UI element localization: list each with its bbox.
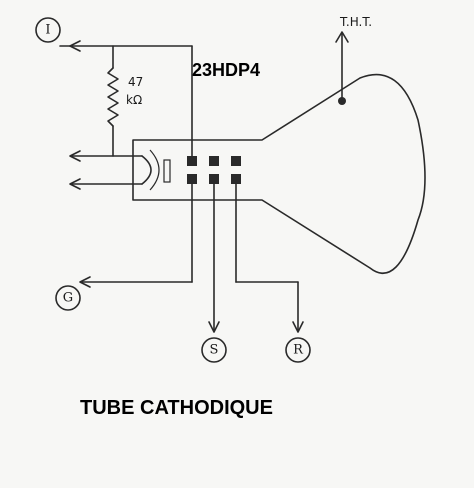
heater-top-arrow-icon [69,150,81,162]
pin-1 [187,156,197,166]
terminal-g-label: G [63,291,73,306]
tht-label: T.H.T. [339,15,372,29]
resistor-unit: kΩ [126,93,142,107]
diagram-caption: TUBE CATHODIQUE [80,397,273,419]
pin-4 [187,174,197,184]
terminal-r-label: R [293,343,304,358]
terminal-r-arrow-icon [292,321,304,333]
model-title: 23HDP4 [192,60,260,80]
pin-6 [231,174,241,184]
pin-5 [209,174,219,184]
terminal-s-circle [201,337,227,363]
terminal-g-circle [55,285,81,311]
heater-bottom-arrow-icon [69,178,81,190]
pin-2 [209,156,219,166]
pin-3 [231,156,241,166]
terminal-s-arrow-icon [208,321,220,333]
cathode-shield [149,149,160,191]
cathode-plate [163,159,171,183]
terminal-g-arrow-icon [79,276,91,288]
terminal-r-circle [285,337,311,363]
tube-outline [132,73,426,274]
terminal-s-label: S [210,343,219,358]
resistor-zigzag [107,67,119,127]
resistor-value: 47 [128,75,143,89]
tht-arrow-icon [335,31,349,43]
terminal-i-label: I [45,23,50,38]
heater-filament [141,155,152,185]
terminal-i-circle [35,17,61,43]
